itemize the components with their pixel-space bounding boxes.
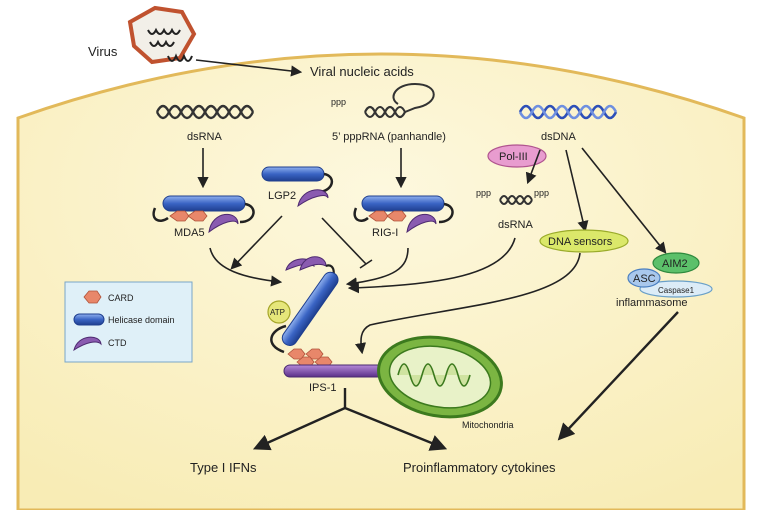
card-legend-icon — [83, 290, 102, 304]
arrow-mda5-to-active — [209, 247, 283, 287]
arrow-ips1-to-ifns — [252, 406, 346, 451]
arrow-lgp2-to-left — [230, 215, 283, 270]
ppprna-panhandle-icon — [364, 82, 435, 119]
legend-box — [64, 281, 193, 363]
dsrna-helix-icon — [155, 104, 255, 120]
arrow-dsdna-to-aim2 — [581, 147, 667, 254]
atp-label: ATP — [270, 308, 285, 317]
inhibit-lgp2-to-rigi — [321, 217, 367, 265]
activated-rlr-complex — [267, 256, 339, 368]
lgp2-protein — [261, 166, 333, 208]
arrow-inflammasome-to-cytokines — [557, 311, 679, 441]
asc-label: ASC — [633, 273, 656, 285]
inhibit-bar — [359, 259, 373, 269]
rigi-protein — [353, 195, 454, 234]
arrow-rigi-to-active — [345, 247, 409, 289]
type1-ifns-label: Type I IFNs — [190, 460, 257, 475]
legend-helicase-label: Helicase domain — [108, 315, 175, 325]
virus-label: Virus — [88, 44, 118, 59]
dsrna-mid-label: dsRNA — [498, 219, 534, 231]
mda5-label: MDA5 — [174, 227, 205, 239]
inflammasome-label: inflammasome — [616, 297, 688, 309]
ppprna-label: 5’ pppRNA (panhandle) — [332, 131, 446, 143]
rigi-label: RIG-I — [372, 227, 398, 239]
dsdna-label: dsDNA — [541, 131, 577, 143]
arrow-dsdna-to-sensors — [565, 149, 589, 233]
mitochondrion — [377, 335, 503, 419]
dna-sensors-oval — [539, 229, 629, 253]
aim2-label: AIM2 — [662, 258, 688, 270]
caspase1-oval — [639, 280, 713, 298]
mitochondria-label: Mitochondria — [462, 420, 514, 430]
ppp-right-label: ppp — [534, 188, 549, 198]
ips1-bar — [283, 364, 391, 378]
aim2-oval — [652, 252, 700, 274]
arrow-dsrna-to-active — [347, 237, 516, 294]
proinflammatory-label: Proinflammatory cytokines — [403, 460, 556, 475]
lgp2-label: LGP2 — [268, 190, 296, 202]
ppp-left-label: ppp — [476, 188, 491, 198]
arrow-ips1-to-cytokines — [344, 406, 448, 451]
atp-circle — [267, 300, 291, 324]
ips1-label: IPS-1 — [309, 382, 337, 394]
pol3-oval — [487, 144, 547, 168]
ppp-small-label: ppp — [331, 97, 346, 107]
cell-cytoplasm — [16, 52, 746, 512]
dna-sensors-label: DNA sensors — [548, 236, 613, 248]
ctd-legend-icon — [73, 336, 102, 352]
legend-card-label: CARD — [108, 293, 134, 303]
dsrna-mid-helix-icon — [499, 195, 533, 205]
pol3-label: Pol-III — [499, 151, 528, 163]
viral-nucleic-acids-label: Viral nucleic acids — [310, 64, 414, 79]
helicase-legend-icon — [73, 313, 105, 326]
legend-ctd-label: CTD — [108, 338, 127, 348]
arrow-sensors-to-ips1 — [355, 252, 581, 355]
dsdna-helix-icon — [518, 104, 618, 120]
asc-oval — [627, 268, 661, 288]
mda5-protein — [152, 195, 255, 234]
virus-particle — [127, 5, 197, 65]
caspase1-label: Caspase1 — [658, 286, 695, 295]
dsrna-top-label: dsRNA — [187, 131, 223, 143]
inflammasome-complex — [627, 252, 713, 298]
arrow-dsdna-to-dsrna — [525, 149, 541, 185]
arrow-virus-to-nucleic — [195, 59, 303, 77]
